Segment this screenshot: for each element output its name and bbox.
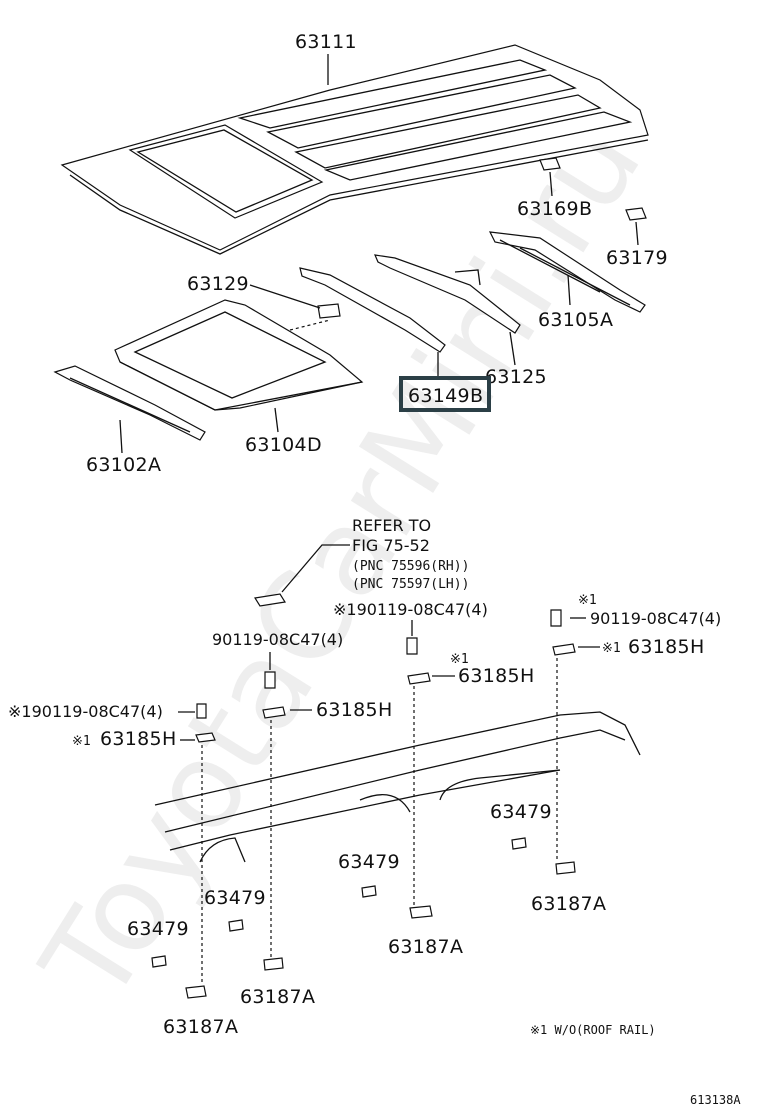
- label-63104D: 63104D: [245, 434, 322, 456]
- clip-1: [195, 732, 216, 743]
- pad-label-3: 63479: [338, 851, 400, 873]
- refer-line3: (PNC 75596(RH)): [352, 559, 469, 574]
- clip-label-4: 63185H: [316, 699, 393, 721]
- pad-2: [228, 919, 244, 932]
- bracket-label-3: 63187A: [388, 936, 463, 958]
- bolt-mark-3: ※1: [578, 593, 597, 608]
- highlight-box: [399, 376, 491, 412]
- pad-label-2: 63479: [204, 887, 266, 909]
- refer-line4: (PNC 75597(LH)): [352, 577, 469, 592]
- bracket-label-4: 63187A: [531, 893, 606, 915]
- clip-label-1: 63185H: [100, 728, 177, 750]
- label-63179: 63179: [606, 247, 668, 269]
- pad-63179: [625, 207, 647, 221]
- label-63129: 63129: [187, 273, 249, 295]
- bolt-4: [550, 609, 562, 627]
- refer-line2: FIG 75-52: [352, 536, 430, 555]
- pad-label-1: 63479: [127, 918, 189, 940]
- clip-label-2: 63185H: [458, 665, 535, 687]
- bolt-3: [406, 637, 418, 655]
- label-63125: 63125: [485, 366, 547, 388]
- clip-3: [407, 672, 431, 685]
- bolt-label-3: 90119-08C47(4): [590, 609, 721, 628]
- bolt-label-1: ※190119-08C47(4): [8, 702, 163, 721]
- bolt-1: [196, 703, 207, 719]
- label-63111: 63111: [295, 31, 357, 53]
- refer-line1: REFER TO: [352, 516, 431, 535]
- label-63105A: 63105A: [538, 309, 613, 331]
- clip-4: [552, 643, 576, 656]
- clip-mark-2: ※1: [450, 652, 469, 667]
- watermark: ToyotaCarMini.ru: [16, 97, 668, 1026]
- label-63169B: 63169B: [517, 198, 592, 220]
- sunroof-frame-63104D: [114, 299, 364, 411]
- figure-code: 613138A: [690, 1093, 741, 1107]
- bracket-2: [263, 957, 284, 971]
- bolt-2: [264, 671, 276, 689]
- roof-panel-drawing: [60, 44, 649, 255]
- pad-1: [151, 955, 167, 968]
- refer-part: [254, 593, 286, 607]
- bracket-label-1: 63187A: [163, 1016, 238, 1038]
- pad-3: [361, 885, 377, 898]
- clip-2: [262, 706, 286, 719]
- bolt-label-4: 90119-08C47(4): [212, 630, 343, 649]
- bracket-4: [555, 861, 576, 875]
- label-63149B: 63149B: [408, 385, 483, 407]
- clip-mark-3: ※1: [602, 641, 621, 656]
- side-roof-outline: [154, 711, 641, 863]
- clip-mark-1: ※1: [72, 734, 91, 749]
- pad-4: [511, 837, 527, 850]
- pad-63169B: [539, 157, 561, 171]
- bracket-1: [185, 985, 207, 999]
- pad-label-4: 63479: [490, 801, 552, 823]
- pad-63129: [317, 303, 341, 319]
- clip-label-3: 63185H: [628, 636, 705, 658]
- label-63102A: 63102A: [86, 454, 161, 476]
- bracket-3: [409, 905, 433, 919]
- roof-bow-63149B: [299, 267, 446, 353]
- bolt-label-2: ※190119-08C47(4): [333, 600, 488, 619]
- bracket-label-2: 63187A: [240, 986, 315, 1008]
- footnote: ※1 W/O(ROOF RAIL): [530, 1023, 656, 1037]
- roof-bow-63125: [374, 254, 521, 334]
